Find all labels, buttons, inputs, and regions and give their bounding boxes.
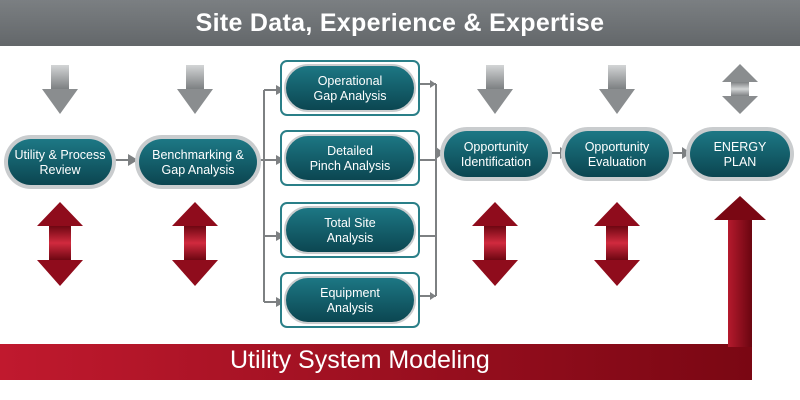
gray-down-arrow [177, 65, 213, 114]
red-double-arrow [594, 202, 640, 286]
red-double-arrow [172, 202, 218, 286]
node-label: Review [40, 163, 82, 177]
gray-input-arrows [42, 64, 758, 114]
arrowhead [128, 154, 138, 166]
node-body [8, 139, 112, 185]
node-label: Utility & Process [15, 148, 106, 162]
node-label: Gap Analysis [162, 163, 235, 177]
header-bar: Site Data, Experience & Expertise [0, 0, 800, 46]
node-label: Analysis [327, 301, 374, 315]
node-body [284, 64, 416, 112]
node-body [690, 131, 790, 177]
red-exchange-arrows [37, 202, 640, 286]
node-label: Equipment [320, 286, 380, 300]
header-title: Site Data, Experience & Expertise [195, 9, 605, 37]
footer-pipe [728, 215, 752, 347]
gray-down-arrow [477, 65, 513, 114]
footer-band [0, 344, 752, 380]
arrowhead [430, 80, 436, 88]
footer-label: Utility System Modeling [230, 346, 490, 374]
red-double-arrow [37, 202, 83, 286]
node-body [284, 276, 416, 324]
footer-pipe-arrowhead [714, 196, 766, 220]
node-label: Detailed [327, 144, 373, 158]
node-label: Analysis [327, 231, 374, 245]
red-double-arrow [472, 202, 518, 286]
utility-modeling-band [0, 196, 766, 380]
node-benchmarking-gap-analysis: Benchmarking &Gap Analysis [135, 135, 261, 189]
gray-down-arrow [599, 65, 635, 114]
node-label: Total Site [324, 216, 375, 230]
node-label: ENERGY [714, 140, 767, 154]
node-label: Benchmarking & [152, 148, 244, 162]
node-body [284, 134, 416, 182]
node-body [284, 206, 416, 254]
node-label: Operational [318, 74, 383, 88]
gray-down-arrow [42, 65, 78, 114]
node-body [444, 131, 548, 177]
node-body [565, 131, 669, 177]
node-label: Opportunity [585, 140, 650, 154]
node-label: Pinch Analysis [310, 159, 391, 173]
node-body [139, 139, 257, 185]
node-label: Identification [461, 155, 531, 169]
node-label: Evaluation [588, 155, 646, 169]
arrowhead [436, 147, 444, 159]
arrowhead [430, 292, 436, 300]
node-label: Gap Analysis [314, 89, 387, 103]
gray-double-arrow [722, 64, 758, 114]
node-label: Opportunity [464, 140, 529, 154]
node-label: PLAN [724, 155, 757, 169]
